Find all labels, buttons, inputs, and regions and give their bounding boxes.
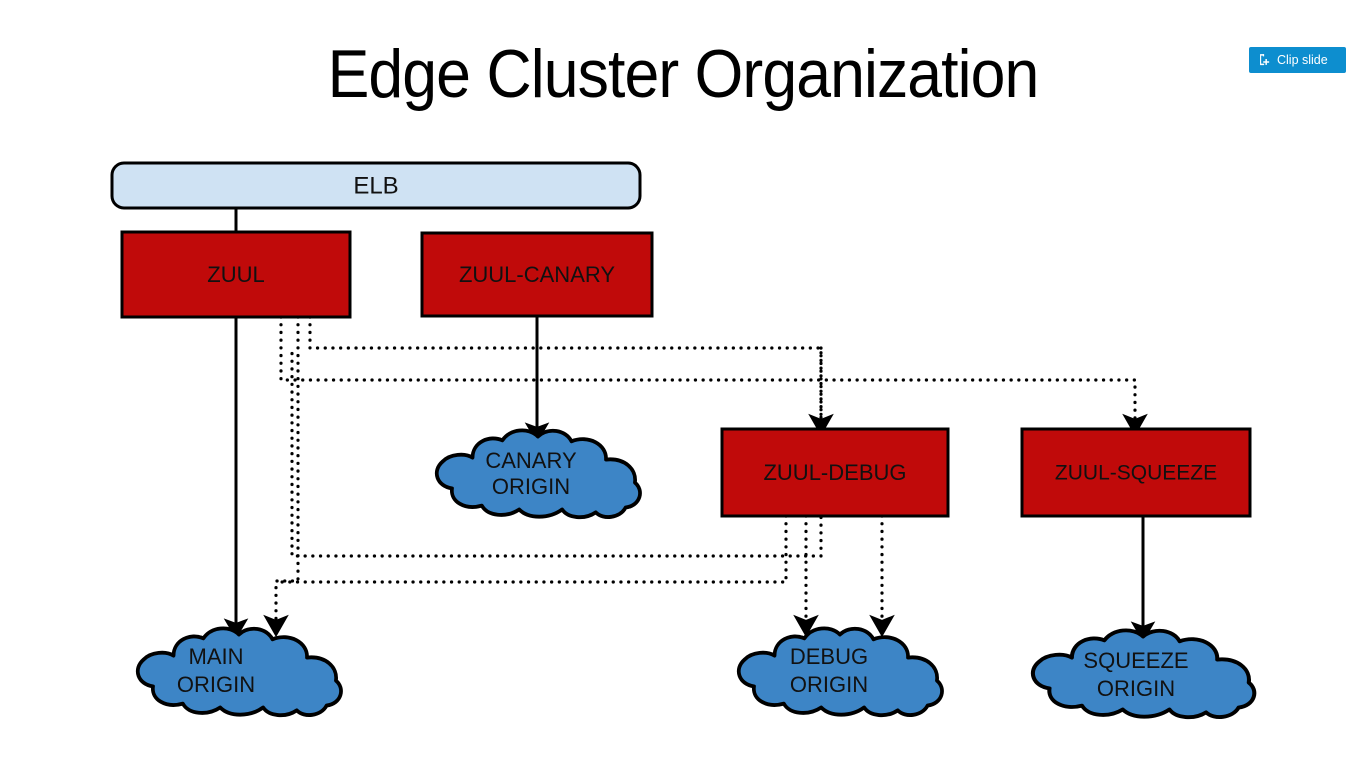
node-zuul-debug[interactable]: ZUUL-DEBUG <box>720 427 950 518</box>
node-debug-origin[interactable]: DEBUG ORIGIN <box>736 626 944 718</box>
node-elb[interactable]: ELB <box>110 161 642 210</box>
node-zuul-canary[interactable]: ZUUL-CANARY <box>420 231 654 318</box>
node-zuul-squeeze[interactable]: ZUUL-SQUEEZE <box>1020 427 1252 518</box>
edge-zuul-to-zuul-debug <box>308 315 834 437</box>
edge-debug-return-lower <box>274 514 788 584</box>
node-canary-origin[interactable]: CANARY ORIGIN <box>434 428 642 520</box>
edge-zuul-to-main-origin-dotted <box>263 315 300 638</box>
page-title: Edge Cluster Organization <box>327 36 1040 112</box>
node-zuul[interactable]: ZUUL <box>120 230 352 319</box>
clip-slide-button[interactable]: Clip slide <box>1249 47 1346 73</box>
node-main-origin[interactable]: MAIN ORIGIN <box>135 626 343 718</box>
edge-zuul-to-zuul-squeeze <box>279 315 1148 437</box>
clip-slide-label: Clip slide <box>1277 52 1328 67</box>
node-squeeze-origin[interactable]: SQUEEZE ORIGIN <box>1033 630 1254 717</box>
clip-slide-icon <box>1260 54 1270 66</box>
